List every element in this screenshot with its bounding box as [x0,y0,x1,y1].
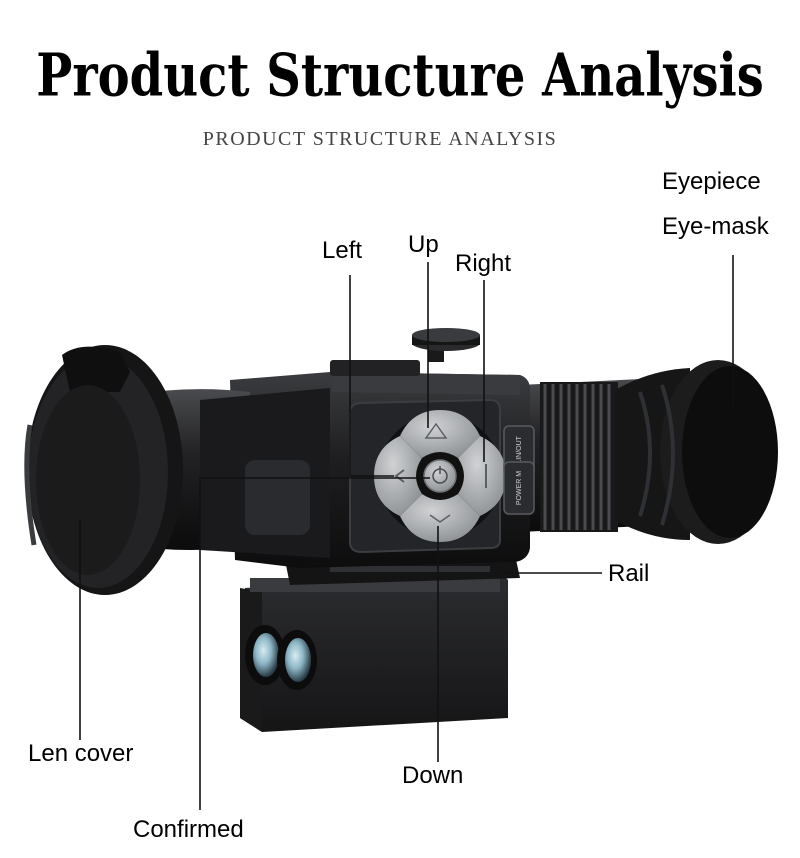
power-button[interactable] [503,461,535,515]
page-title: Product Structure Analysis [36,42,764,111]
rangefinder-lens-left [253,633,279,677]
dpad [374,410,506,542]
right-button[interactable] [458,436,506,516]
label-rail: Rail [608,560,650,587]
label-confirmed: Confirmed [133,816,244,843]
confirm-button[interactable] [423,459,457,493]
left-leader [349,275,394,477]
up-button[interactable] [400,410,480,458]
down-button[interactable] [400,494,480,542]
label-len-cover: Len cover [28,740,134,767]
power-button-text: POWER M [516,471,523,505]
top-knob [412,328,480,362]
leader-lines [79,255,734,810]
label-right: Right [455,250,512,277]
confirmed-leader [199,477,430,810]
label-left: Left [322,237,363,264]
left-button[interactable] [374,436,422,516]
page-subtitle: PRODUCT STRUCTURE ANALYSIS [202,128,558,150]
label-eye-mask: Eye-mask [662,213,769,240]
label-up: Up [408,231,439,258]
lens-cover [24,345,183,595]
label-down: Down [402,762,464,789]
rangefinder-lens-right [285,638,311,682]
zoom-button-text: Z.IN/OUT [516,435,523,466]
eye-mask [615,360,778,544]
side-buttons: Z.IN/OUT POWER M [503,425,535,515]
rangefinder-module [240,572,508,732]
label-eyepiece: Eyepiece [662,168,761,195]
